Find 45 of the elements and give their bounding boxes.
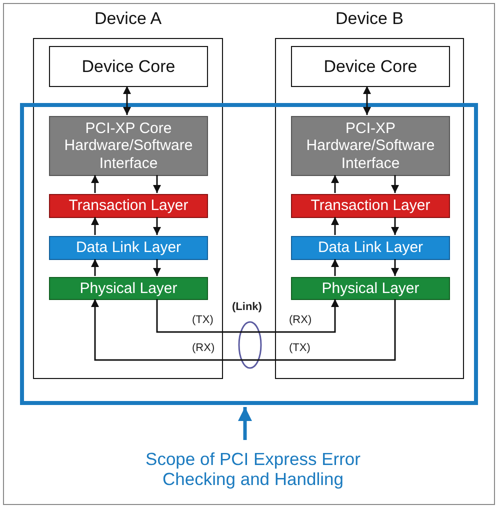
node-text: Data Link Layer [74, 239, 182, 257]
node-text: Transaction Layer [68, 197, 190, 215]
node-text: Physical Layer [78, 280, 178, 298]
arrow [331, 259, 339, 276]
signal-label: (Link) [232, 301, 262, 313]
arrow [91, 299, 396, 361]
arrow [331, 175, 339, 193]
arrow [363, 86, 371, 115]
arrow [331, 217, 339, 235]
device-title: Device A [94, 9, 162, 29]
device-title: Device B [335, 9, 404, 29]
signal-label: (RX) [192, 342, 215, 354]
signal-label: (RX) [289, 314, 312, 326]
arrow [391, 259, 399, 276]
physical-layer-box [291, 277, 450, 300]
arrow [238, 407, 252, 440]
node-text: Physical Layer [320, 280, 420, 298]
arrow [123, 86, 131, 115]
arrow [91, 259, 99, 276]
node-text: Device Core [322, 56, 418, 76]
arrow [153, 175, 161, 193]
arrow [153, 217, 161, 235]
signal-label: (TX) [192, 314, 214, 326]
arrow [391, 217, 399, 235]
data-link-layer-box [291, 236, 450, 260]
arrow [91, 217, 99, 235]
transaction-layer-box [49, 194, 208, 218]
node-text: PCI-XP Core Hardware/Software Interface [63, 120, 194, 172]
node-text: Device Core [80, 56, 176, 76]
arrow [156, 299, 339, 333]
interface-box [49, 116, 208, 176]
signal-label: (TX) [289, 342, 310, 354]
interface-box [291, 116, 450, 176]
device-core-box [49, 46, 208, 87]
arrow [153, 259, 161, 276]
node-text: PCI-XP Hardware/Software Interface [305, 120, 436, 172]
device-core-box [291, 46, 450, 87]
node-text: Data Link Layer [316, 239, 424, 257]
transaction-layer-box [291, 194, 450, 218]
physical-layer-box [49, 277, 208, 300]
arrow [391, 175, 399, 193]
node-text: Transaction Layer [310, 197, 432, 215]
node-text: Scope of PCI Express Error Checking and Handling [144, 448, 362, 490]
arrow [91, 175, 99, 193]
data-link-layer-box [49, 236, 208, 260]
